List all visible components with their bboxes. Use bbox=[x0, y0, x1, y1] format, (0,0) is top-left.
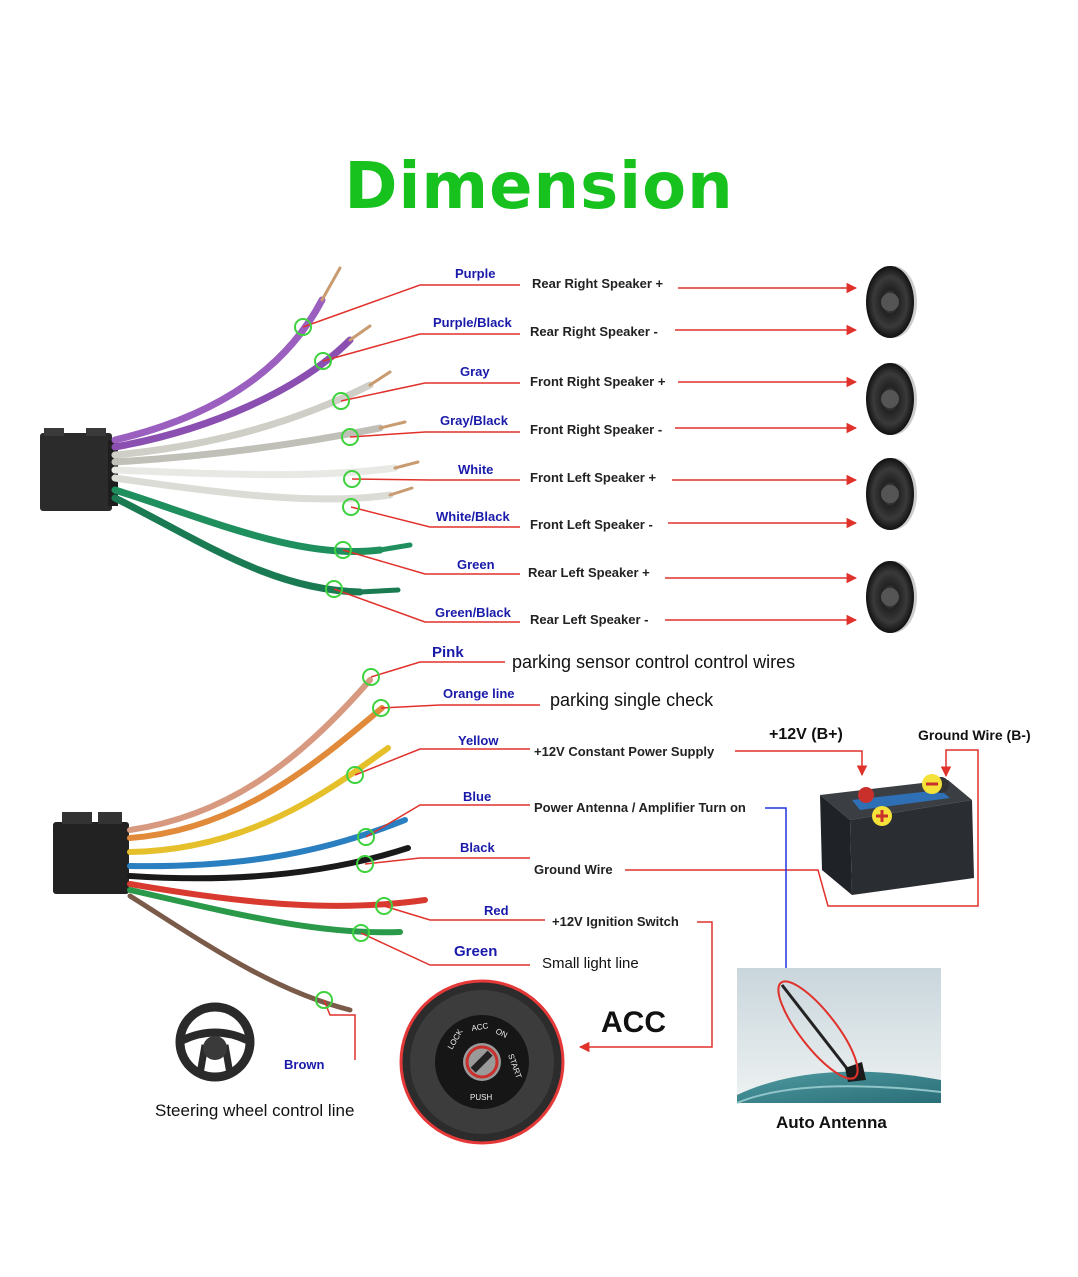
antenna-arrow bbox=[765, 807, 792, 987]
wire-name-red: Red bbox=[484, 903, 509, 918]
function-front-left-plus: Front Left Speaker + bbox=[530, 470, 657, 485]
power-leader-lines bbox=[323, 661, 545, 1060]
wire-pink bbox=[127, 677, 373, 833]
battery-negative-label: Ground Wire (B-) bbox=[918, 727, 1031, 743]
wire-name-green-black: Green/Black bbox=[435, 605, 511, 620]
battery-icon bbox=[820, 774, 974, 895]
function-ignition-switch: +12V Ignition Switch bbox=[552, 914, 679, 929]
function-rear-left-plus: Rear Left Speaker + bbox=[528, 565, 650, 580]
speaker-icon bbox=[866, 561, 917, 633]
wire-name-pink: Pink bbox=[432, 644, 464, 661]
function-ground-wire: Ground Wire bbox=[534, 862, 613, 877]
function-steering-wheel: Steering wheel control line bbox=[155, 1101, 355, 1120]
function-front-right-minus: Front Right Speaker - bbox=[530, 422, 663, 437]
wire-name-gray-black: Gray/Black bbox=[440, 413, 508, 428]
wire-name-blue: Blue bbox=[463, 789, 492, 804]
wire-name-orange: Orange line bbox=[443, 686, 515, 701]
speaker-leader-lines bbox=[302, 284, 520, 623]
wire-orange bbox=[127, 705, 385, 841]
function-front-right-plus: Front Right Speaker + bbox=[530, 374, 666, 389]
steering-wheel-icon bbox=[175, 1002, 255, 1082]
function-constant-power: +12V Constant Power Supply bbox=[534, 744, 715, 759]
speaker-icon bbox=[866, 458, 917, 530]
wire-black bbox=[127, 845, 411, 882]
wire-white-black bbox=[111, 474, 394, 503]
page-title: Dimension bbox=[344, 150, 734, 224]
speaker-wire-bundle bbox=[111, 266, 420, 596]
auto-antenna-image bbox=[736, 968, 942, 1104]
function-power-antenna: Power Antenna / Amplifier Turn on bbox=[534, 800, 746, 815]
power-routing-lines bbox=[578, 749, 979, 1053]
wire-name-white-black: White/Black bbox=[436, 509, 510, 524]
speaker-arrows bbox=[665, 282, 858, 626]
wire-name-brown: Brown bbox=[284, 1057, 325, 1072]
wire-name-green-light: Green bbox=[454, 943, 498, 960]
function-rear-right-plus: Rear Right Speaker + bbox=[532, 276, 664, 291]
wire-name-green: Green bbox=[457, 557, 495, 572]
speaker-harness-connector bbox=[40, 428, 118, 511]
function-rear-left-minus: Rear Left Speaker - bbox=[530, 612, 649, 627]
wire-name-white: White bbox=[458, 462, 494, 477]
function-parking-sensor: parking sensor control control wires bbox=[512, 652, 796, 672]
wire-name-gray: Gray bbox=[460, 364, 490, 379]
function-rear-right-minus: Rear Right Speaker - bbox=[530, 324, 658, 339]
wire-name-purple: Purple bbox=[455, 266, 496, 281]
connection-markers bbox=[294, 318, 393, 1009]
power-wire-bundle bbox=[127, 677, 428, 1013]
speaker-icon bbox=[866, 363, 917, 435]
speaker-icon bbox=[866, 266, 917, 338]
wire-gray bbox=[111, 381, 374, 459]
wire-brown bbox=[127, 893, 353, 1013]
function-small-light: Small light line bbox=[542, 955, 639, 972]
wire-name-purple-black: Purple/Black bbox=[433, 315, 512, 330]
ignition-word: PUSH bbox=[470, 1093, 492, 1102]
wire-yellow bbox=[127, 745, 391, 855]
acc-label: ACC bbox=[601, 1006, 666, 1039]
wire-green-black bbox=[111, 494, 364, 596]
antenna-caption: Auto Antenna bbox=[776, 1113, 887, 1132]
wire-purple bbox=[111, 296, 326, 444]
battery-positive-label: +12V (B+) bbox=[769, 726, 843, 743]
function-front-left-minus: Front Left Speaker - bbox=[530, 517, 653, 532]
ignition-switch-icon: LOCK ACC ON START PUSH bbox=[399, 979, 565, 1145]
wire-white bbox=[111, 464, 399, 479]
power-harness-connector bbox=[53, 812, 129, 894]
wire-name-black: Black bbox=[460, 840, 495, 855]
ignition-word: ACC bbox=[471, 1021, 489, 1033]
wire-name-yellow: Yellow bbox=[458, 733, 499, 748]
function-parking-check: parking single check bbox=[550, 690, 714, 710]
